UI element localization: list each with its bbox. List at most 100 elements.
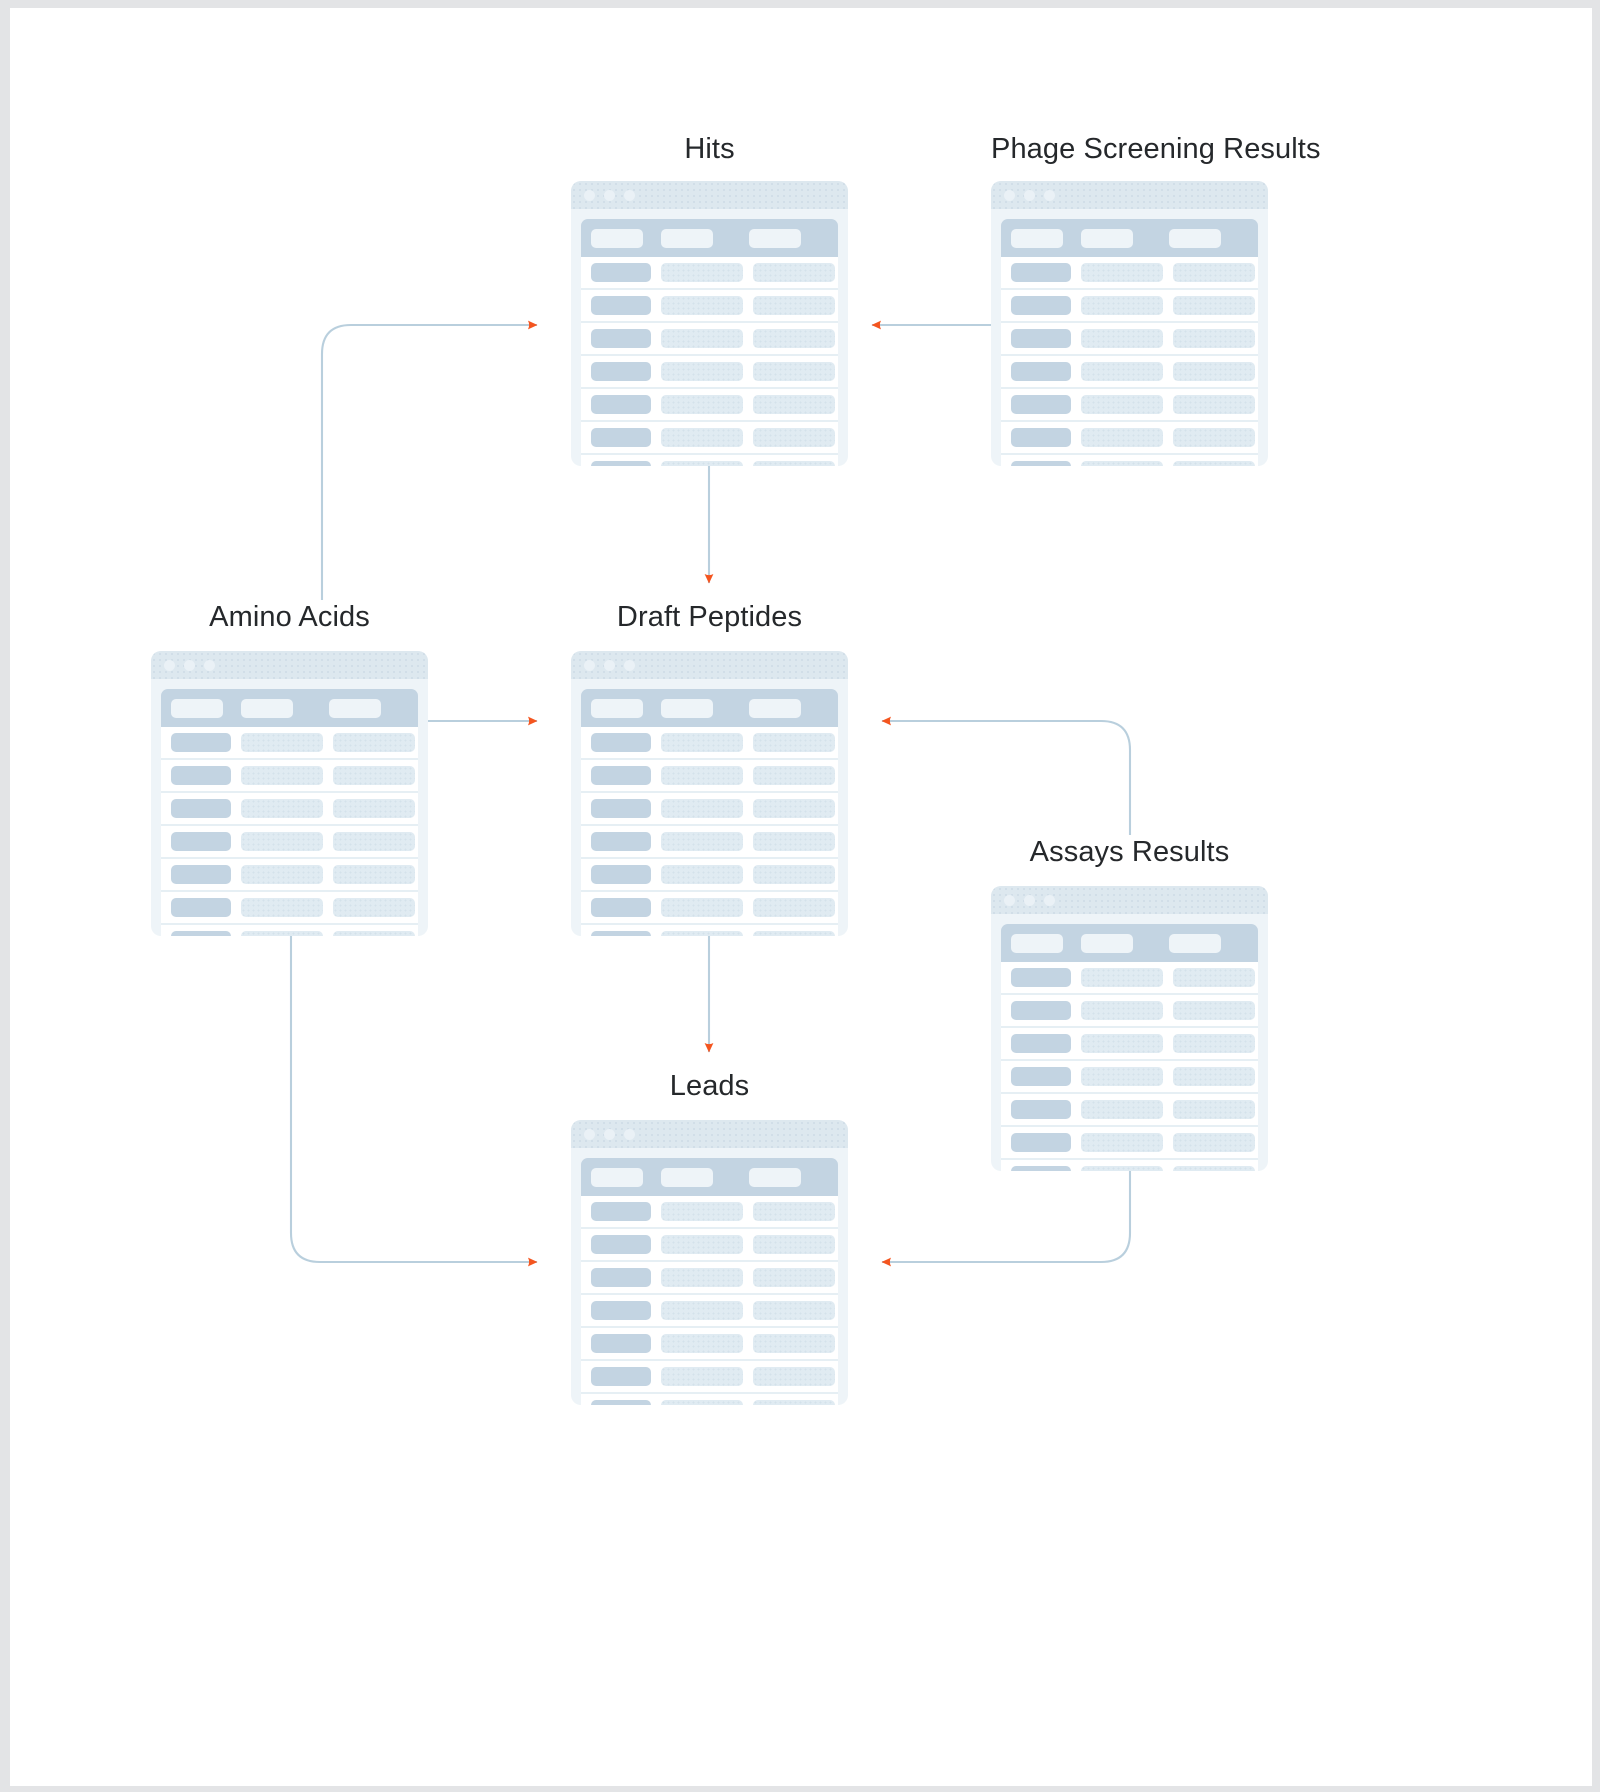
column-header (591, 698, 643, 718)
table-row (1001, 1028, 1258, 1061)
cell-value (333, 898, 415, 917)
cell-key (591, 296, 651, 315)
table-row (581, 793, 838, 826)
node-label-assays-results: Assays Results (1029, 836, 1230, 868)
table-row (581, 257, 838, 290)
card-leads[interactable] (571, 1120, 848, 1405)
card-titlebar (571, 651, 848, 679)
table-row (581, 389, 838, 422)
cell-key (171, 733, 231, 752)
table-row (581, 1196, 838, 1229)
cell-key (1011, 395, 1071, 414)
column-header (1169, 933, 1221, 953)
column-header (591, 228, 643, 248)
cell-value (1173, 968, 1255, 987)
table-row (1001, 422, 1258, 455)
cell-key (1011, 1067, 1071, 1086)
card-titlebar (571, 1120, 848, 1148)
cell-key (591, 1268, 651, 1287)
cell-value (661, 931, 743, 936)
cell-value (753, 931, 835, 936)
cell-key (1011, 1133, 1071, 1152)
cell-key (591, 461, 651, 466)
cell-key (591, 1235, 651, 1254)
cell-value (1081, 1166, 1163, 1171)
cell-key (1011, 329, 1071, 348)
node-label-phage-screening-results: Phage Screening Results (991, 133, 1321, 165)
cell-value (753, 865, 835, 884)
cell-value (661, 296, 743, 315)
cell-value (241, 931, 323, 936)
card-assays-results[interactable] (991, 886, 1268, 1171)
cell-key (1011, 263, 1071, 282)
cell-key (591, 898, 651, 917)
skeleton-table (581, 219, 838, 466)
cell-value (661, 766, 743, 785)
cell-value (661, 461, 743, 466)
edge-assays-results-to-leads (881, 1171, 1132, 1267)
card-draft-peptides[interactable] (571, 651, 848, 936)
cell-value (753, 1235, 835, 1254)
card-hits[interactable] (571, 181, 848, 466)
cell-value (1081, 428, 1163, 447)
cell-value (661, 799, 743, 818)
cell-value (1081, 263, 1163, 282)
table-header-row (1001, 219, 1258, 257)
cell-value (333, 832, 415, 851)
cell-value (1173, 1100, 1255, 1119)
cell-value (753, 799, 835, 818)
cell-key (171, 931, 231, 936)
column-header (591, 1167, 643, 1187)
cell-value (1173, 329, 1255, 348)
cell-key (591, 865, 651, 884)
column-header (171, 698, 223, 718)
cell-key (591, 1202, 651, 1221)
table-header-row (581, 689, 838, 727)
column-header (241, 698, 293, 718)
table-row (581, 727, 838, 760)
skeleton-table (581, 689, 838, 936)
cell-value (333, 766, 415, 785)
diagram-canvas: Hits (10, 8, 1592, 1786)
column-header (749, 698, 801, 718)
card-phage-screening-results[interactable] (991, 181, 1268, 466)
column-header (661, 698, 713, 718)
cell-value (1081, 362, 1163, 381)
window-dot-icon (184, 659, 195, 671)
window-dot-icon (604, 1128, 615, 1140)
cell-value (1173, 296, 1255, 315)
edge-assays-results-to-draft-peptides (881, 716, 1132, 835)
cell-value (241, 733, 323, 752)
cell-value (753, 832, 835, 851)
card-titlebar (151, 651, 428, 679)
skeleton-table (1001, 924, 1258, 1171)
cell-key (1011, 362, 1071, 381)
cell-value (753, 1367, 835, 1386)
window-dot-icon (1024, 894, 1035, 906)
cell-value (1173, 428, 1255, 447)
table-row (581, 1262, 838, 1295)
cell-key (591, 1334, 651, 1353)
table-row (581, 290, 838, 323)
cell-key (591, 931, 651, 936)
cell-key (591, 1301, 651, 1320)
card-body (991, 209, 1268, 466)
card-amino-acids[interactable] (151, 651, 428, 936)
cell-key (591, 395, 651, 414)
table-row (581, 892, 838, 925)
cell-value (1173, 1034, 1255, 1053)
cell-value (1173, 1133, 1255, 1152)
cell-value (661, 1235, 743, 1254)
table-row (1001, 1160, 1258, 1171)
node-label-leads: Leads (669, 1070, 750, 1102)
column-header (661, 1167, 713, 1187)
cell-value (661, 1367, 743, 1386)
column-header (749, 228, 801, 248)
cell-value (1081, 329, 1163, 348)
cell-key (591, 362, 651, 381)
cell-value (661, 832, 743, 851)
cell-value (753, 1268, 835, 1287)
cell-key (171, 865, 231, 884)
card-titlebar (991, 886, 1268, 914)
table-row (581, 1295, 838, 1328)
